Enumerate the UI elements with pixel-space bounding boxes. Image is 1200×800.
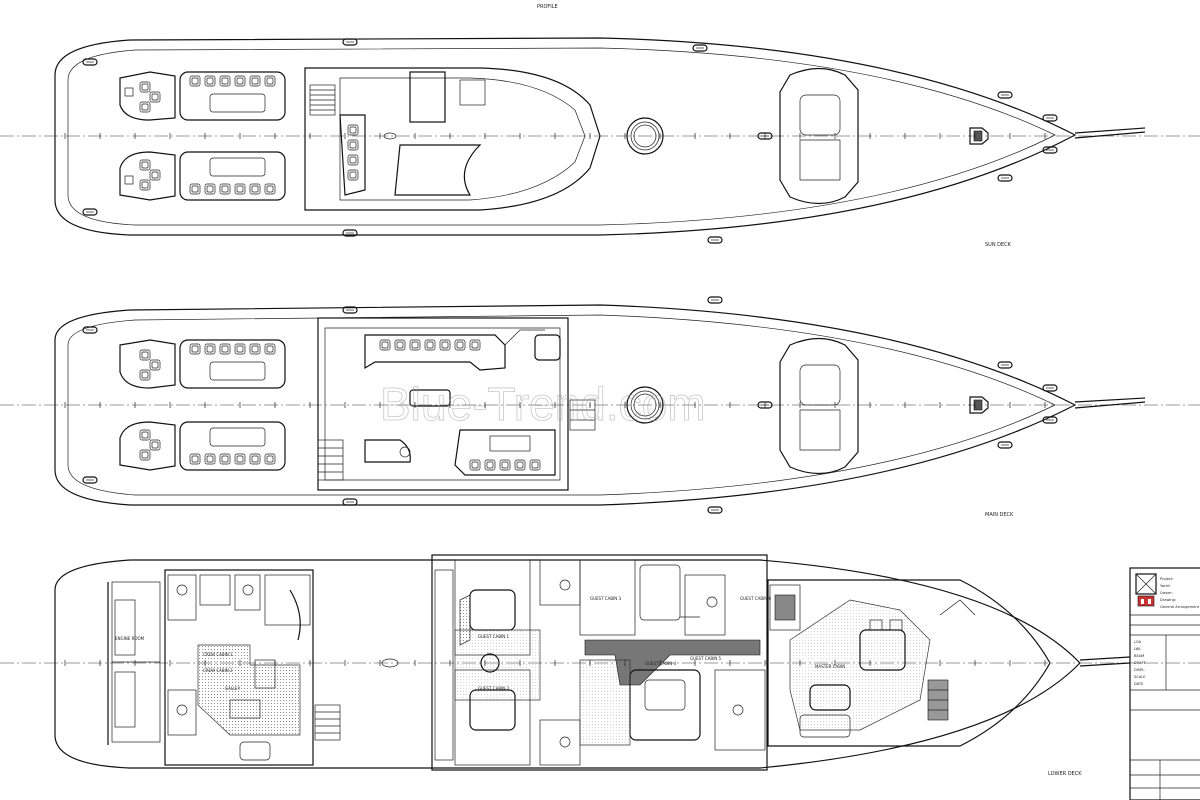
spec-row-label: DISPL. (1134, 668, 1145, 672)
sun-deck-cleats (82, 38, 1058, 244)
title-block-line: Project: (1160, 577, 1174, 581)
spec-row-label: DRAFT (1134, 661, 1147, 665)
room-label: GUEST CABIN 2 (478, 686, 510, 691)
room-label: GUEST CABIN 6 (740, 596, 772, 601)
profile-caption: PROFILE (537, 4, 558, 10)
crew-area (164, 569, 341, 766)
aft-sunbed-starboard (119, 151, 286, 201)
main-salon (317, 317, 596, 491)
lower-deck-plan: GUEST CABIN 1 GUEST CABIN 2 GUEST CABIN … (0, 554, 1200, 777)
sun-deck-plan: SUN DECK (0, 37, 1200, 248)
sun-deck-caption: SUN DECK (985, 242, 1012, 248)
main-deck-caption: MAIN DECK (985, 512, 1014, 518)
lower-deck-caption: LOWER DECK (1048, 771, 1082, 777)
title-block-line: Yacht: (1160, 584, 1171, 588)
main-deck-plan: Blue-Trend.com MAIN DECK (0, 296, 1200, 518)
engine-room (107, 581, 161, 745)
room-label: CREW CABIN 2 (203, 668, 233, 673)
spec-row-label: SCALE (1134, 675, 1146, 679)
foredeck-sunpad (779, 337, 859, 475)
aft-lounge-port (119, 339, 286, 389)
room-labels: GUEST CABIN 1 GUEST CABIN 2 GUEST CABIN … (115, 596, 845, 691)
aft-lounge-starboard (119, 421, 286, 471)
room-label: GALLEY (225, 686, 241, 691)
room-label: CREW CABIN 1 (203, 652, 233, 657)
spec-row-label: LWL (1134, 647, 1141, 651)
guest-accommodation (431, 554, 768, 771)
spec-row-label: BEAM (1134, 654, 1144, 658)
spec-row-label: DATE (1134, 682, 1144, 686)
company-logo (1135, 573, 1157, 607)
title-block-line: General Arrangement (1160, 605, 1200, 609)
master-cabin (767, 579, 1051, 747)
room-label: GUEST CABIN 1 (478, 634, 510, 639)
bow-sunpad (779, 67, 859, 205)
room-label: ENGINE ROOM (115, 636, 145, 641)
flybridge (304, 67, 601, 211)
room-label: GUEST CABIN 5 (690, 656, 722, 661)
title-block-line: Owner: (1160, 591, 1173, 595)
room-label: GUEST CABIN 4 (645, 661, 677, 666)
watermark-text: Blue-Trend.com (380, 378, 706, 430)
title-block-line: Drawing: (1160, 598, 1176, 602)
spec-row-label: LOA (1134, 640, 1142, 644)
title-block: Project: Yacht: Owner: Drawing: General … (1129, 567, 1200, 800)
room-label: MASTER CABIN (815, 664, 845, 669)
room-label: GUEST CABIN 3 (590, 596, 622, 601)
aft-sunbed-port (119, 71, 286, 121)
